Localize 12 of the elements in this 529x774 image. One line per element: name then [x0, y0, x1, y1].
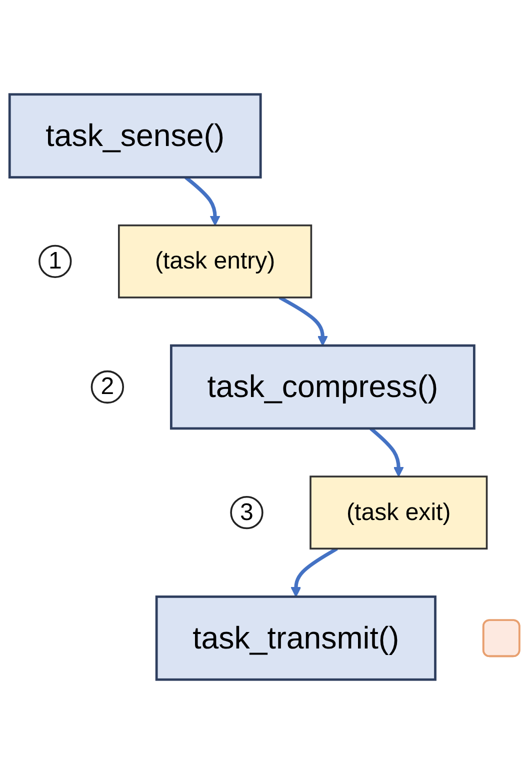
- node-circle: 2: [90, 370, 124, 404]
- node-circle: 1: [38, 244, 72, 278]
- node-box: task_compress(): [170, 344, 476, 430]
- node-box: task_transmit(): [155, 596, 436, 681]
- node-box: (task exit): [310, 476, 488, 550]
- arrow: [370, 427, 404, 477]
- arrow: [290, 547, 338, 598]
- node-box: task_sense(): [8, 93, 262, 178]
- node-box: (task entry): [118, 224, 312, 298]
- arrow: [184, 176, 220, 226]
- node-circle: 3: [230, 496, 264, 530]
- arrow: [278, 296, 328, 346]
